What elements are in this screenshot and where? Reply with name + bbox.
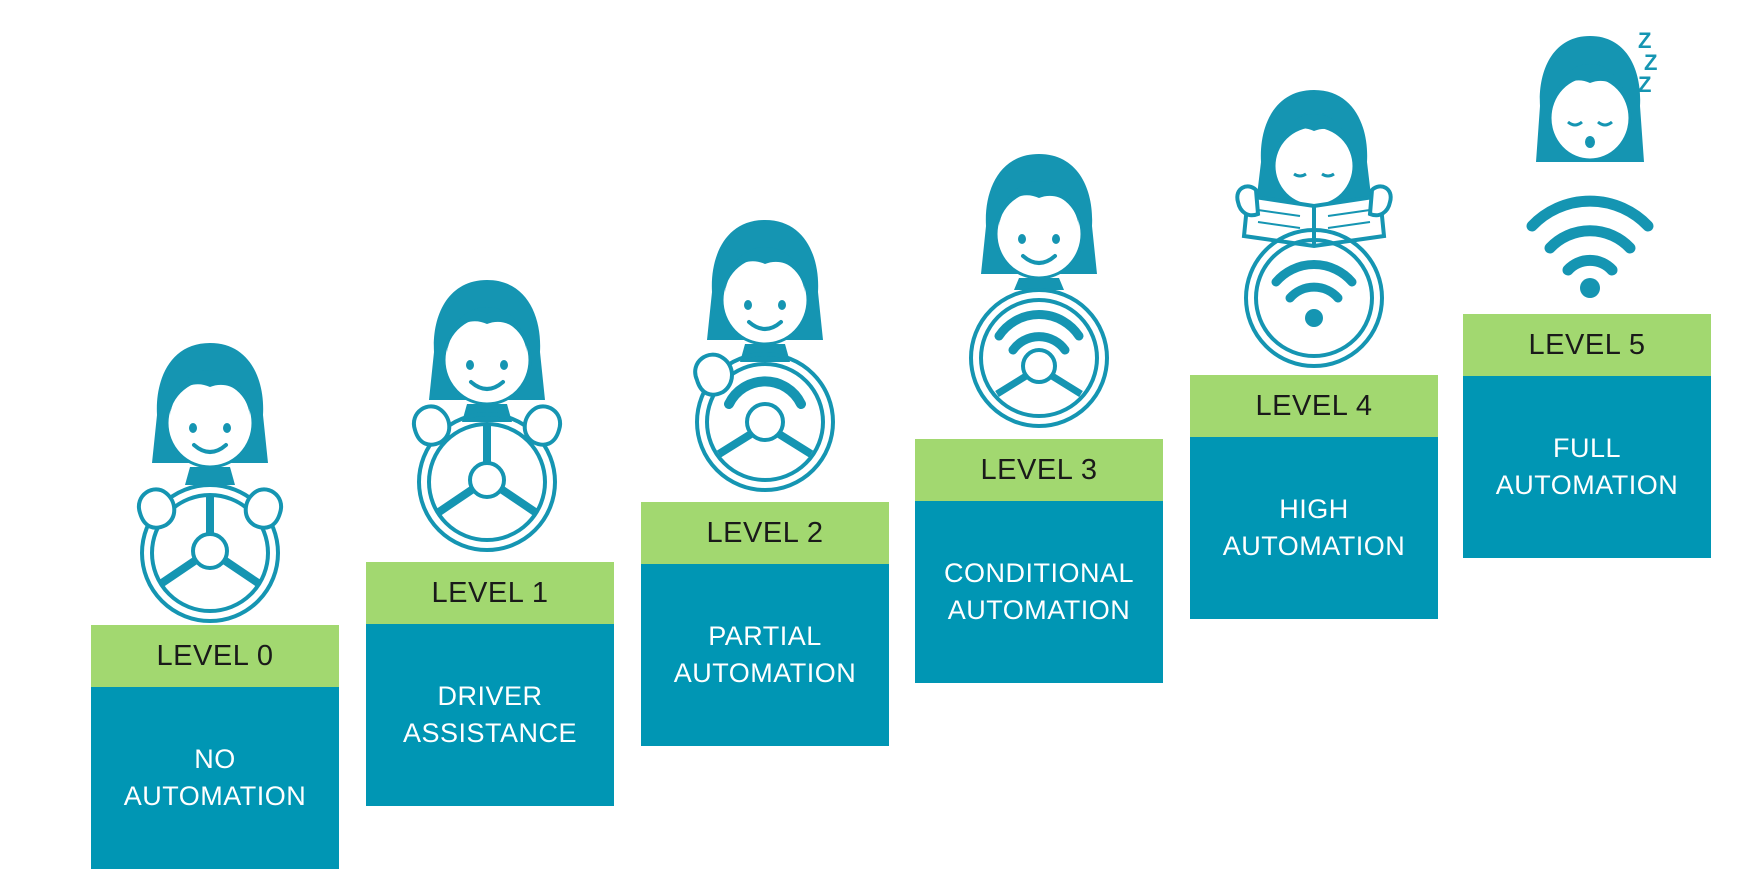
level-label: LEVEL 3 [915,439,1163,501]
steering-wheel-icon [969,288,1109,428]
level-card-2: LEVEL 2 PARTIAL AUTOMATION [641,502,889,746]
sleep-z-icon: Z Z Z [1638,28,1657,97]
driver-figure-level-0 [136,343,284,623]
driver-icon [707,220,823,362]
level-label: LEVEL 1 [366,562,614,624]
driver-icon [152,343,268,485]
hands-icon [136,487,284,530]
sleeping-driver-icon [1536,36,1644,162]
level-card-3: LEVEL 3 CONDITIONAL AUTOMATION [915,439,1163,683]
description-line-2: ASSISTANCE [402,718,578,748]
level-label: LEVEL 2 [641,502,889,564]
driver-figure-level-1 [411,280,563,552]
wireless-signal-icon [1526,195,1654,298]
newspaper-icon [1235,184,1393,249]
description-line-2: AUTOMATION [1495,470,1679,500]
description-line-1: NO [194,744,236,774]
driver-figure-level-3 [969,154,1109,428]
description-line-1: FULL [1552,433,1622,463]
driver-figure-level-4 [1235,90,1393,368]
sleep-z-1: Z [1638,28,1651,53]
driver-icon [1256,90,1372,208]
level-card-1: LEVEL 1 DRIVER ASSISTANCE [366,562,614,806]
level-description: HIGH AUTOMATION [1190,437,1438,619]
sleep-z-2: Z [1644,50,1657,75]
level-card-4: LEVEL 4 HIGH AUTOMATION [1190,375,1438,619]
driver-figure-level-5: Z Z Z [1526,28,1657,298]
description-line-2: AUTOMATION [673,658,857,688]
description-line-1: DRIVER [437,681,543,711]
sleep-z-3: Z [1638,72,1651,97]
description-line-1: CONDITIONAL [943,558,1135,588]
description-line-2: AUTOMATION [947,595,1131,625]
driver-figure-level-2 [693,220,835,492]
description-line-2: AUTOMATION [1222,531,1406,561]
level-description: FULL AUTOMATION [1463,376,1711,558]
level-description: CONDITIONAL AUTOMATION [915,501,1163,683]
level-label: LEVEL 4 [1190,375,1438,437]
description-line-1: PARTIAL [708,621,822,651]
driver-icon [429,280,545,422]
wireless-wheel-icon [1244,228,1384,368]
description-line-1: HIGH [1279,494,1349,524]
steering-wheel-icon [417,412,557,552]
level-description: NO AUTOMATION [91,687,339,869]
steering-wheel-icon [695,352,835,492]
level-description: DRIVER ASSISTANCE [366,624,614,806]
level-description: PARTIAL AUTOMATION [641,564,889,746]
driver-icon [981,154,1097,290]
level-card-0: LEVEL 0 NO AUTOMATION [91,625,339,869]
hand-icon [693,352,734,397]
description-line-2: AUTOMATION [123,781,307,811]
level-label: LEVEL 5 [1463,314,1711,376]
steering-wheel-icon [140,483,280,623]
hands-icon [411,404,563,447]
level-card-5: LEVEL 5 FULL AUTOMATION [1463,314,1711,558]
level-label: LEVEL 0 [91,625,339,687]
